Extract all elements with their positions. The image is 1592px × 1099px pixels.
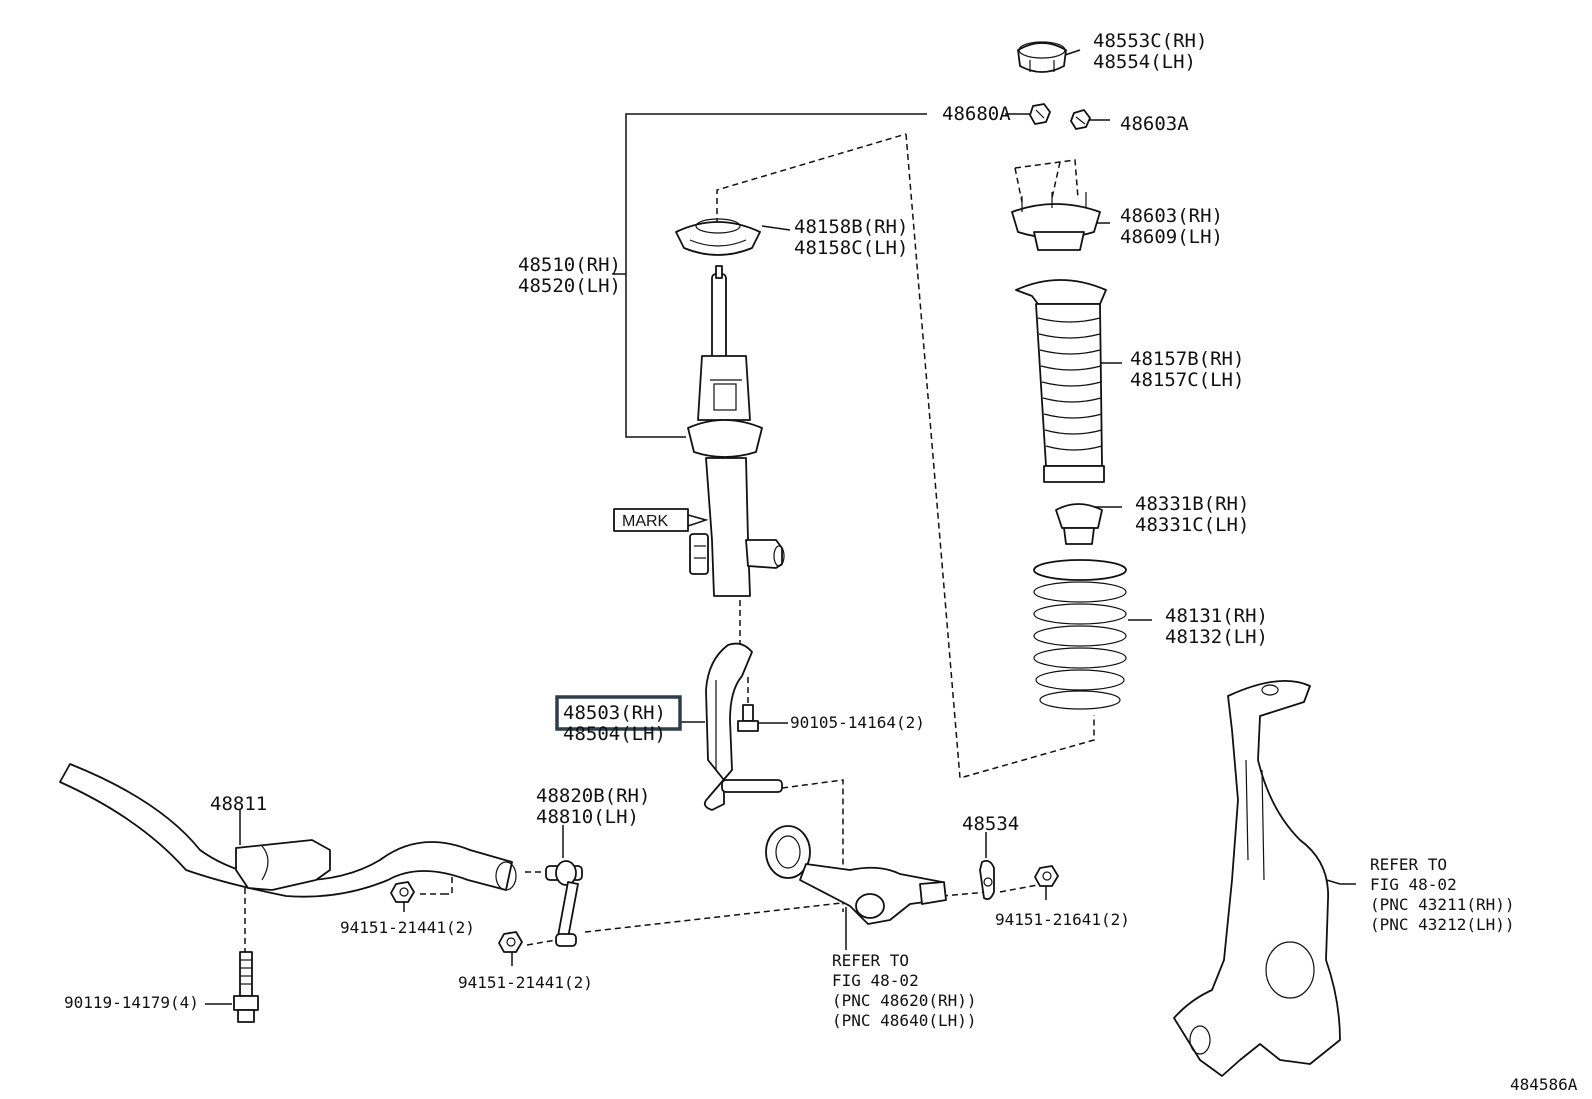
nut-48680a-part xyxy=(1029,103,1051,125)
leader-lines xyxy=(205,49,1356,1005)
coil-spring-part xyxy=(1033,559,1127,710)
link-nut-lower-part xyxy=(498,931,523,953)
spring-label-lh[interactable]: 48132(LH) xyxy=(1165,626,1268,648)
bumper-label-lh[interactable]: 48331C(LH) xyxy=(1135,514,1249,536)
stabilizer-link-part xyxy=(545,860,583,947)
nut-48680a-label[interactable]: 48680A xyxy=(942,103,1011,125)
mark-label: MARK xyxy=(622,513,669,530)
plate-nut-part xyxy=(1034,865,1059,887)
link-nut-upper-label[interactable]: 94151-21441(2) xyxy=(340,918,475,937)
arm-ref-line-1[interactable]: REFER TO xyxy=(832,951,909,970)
fork-part xyxy=(703,642,783,811)
link-nut-lower-label[interactable]: 94151-21441(2) xyxy=(458,973,593,992)
stabilizer-bar-part xyxy=(59,763,517,898)
labels: 48553C(RH) 48554(LH) 48680A 48603A 48158… xyxy=(64,30,1578,1094)
upper-cap-part xyxy=(1017,41,1067,73)
upper-seat-label-lh[interactable]: 48158C(LH) xyxy=(794,237,908,259)
fork-bolt-part xyxy=(737,704,759,732)
upper-seat-label-rh[interactable]: 48158B(RH) xyxy=(794,216,908,238)
plate-nut-label[interactable]: 94151-21641(2) xyxy=(995,910,1130,929)
arm-ref-line-4[interactable]: (PNC 48640(LH)) xyxy=(832,1011,977,1030)
absorber-label-rh[interactable]: 48510(RH) xyxy=(518,254,621,276)
boot-label-rh[interactable]: 48157B(RH) xyxy=(1130,348,1244,370)
link-label-lh[interactable]: 48810(LH) xyxy=(536,806,639,828)
fork-bolt-label[interactable]: 90105-14164(2) xyxy=(790,713,925,732)
mount-part xyxy=(1011,192,1101,251)
knuckle-ref-line-4[interactable]: (PNC 43212(LH)) xyxy=(1370,915,1515,934)
absorber-label-lh[interactable]: 48520(LH) xyxy=(518,275,621,297)
bracket-bolt-label[interactable]: 90119-14179(4) xyxy=(64,993,199,1012)
bracket-plate-label[interactable]: 48534 xyxy=(962,813,1019,835)
spring-label-rh[interactable]: 48131(RH) xyxy=(1165,605,1268,627)
bracket-bolt-part xyxy=(233,951,259,1023)
arm-ref-line-3[interactable]: (PNC 48620(RH)) xyxy=(832,991,977,1010)
mark-callout: MARK xyxy=(613,508,709,532)
highlight-box xyxy=(555,695,682,731)
link-nut-upper-part xyxy=(390,881,415,903)
nut-48603a-label[interactable]: 48603A xyxy=(1120,113,1189,135)
stabilizer-bar-label[interactable]: 48811 xyxy=(210,793,267,815)
bellows-boot-part xyxy=(1015,279,1107,483)
figure-id: 484586A xyxy=(1510,1075,1578,1094)
fork-label-lh[interactable]: 48504(LH) xyxy=(563,723,666,745)
bump-stop-part xyxy=(1055,503,1103,545)
knuckle-ref-line-3[interactable]: (PNC 43211(RH)) xyxy=(1370,895,1515,914)
arm-ref-line-2[interactable]: FIG 48-02 xyxy=(832,971,919,990)
knuckle-ref-line-1[interactable]: REFER TO xyxy=(1370,855,1447,874)
lower-arm-part xyxy=(765,825,947,925)
upper-seat-part xyxy=(675,218,761,256)
bumper-label-rh[interactable]: 48331B(RH) xyxy=(1135,493,1249,515)
upper-cap-label-lh[interactable]: 48554(LH) xyxy=(1093,51,1196,73)
boot-label-lh[interactable]: 48157C(LH) xyxy=(1130,369,1244,391)
mount-label-lh[interactable]: 48609(LH) xyxy=(1120,226,1223,248)
nut-48603a-part xyxy=(1070,109,1091,130)
knuckle-ref-line-2[interactable]: FIG 48-02 xyxy=(1370,875,1457,894)
mount-label-rh[interactable]: 48603(RH) xyxy=(1120,205,1223,227)
shock-absorber-part xyxy=(687,265,785,597)
bracket-plate-part xyxy=(979,859,995,901)
fork-label-rh[interactable]: 48503(RH) xyxy=(563,702,666,724)
steering-knuckle-part xyxy=(1173,679,1341,1077)
upper-cap-label-rh[interactable]: 48553C(RH) xyxy=(1093,30,1207,52)
link-label-rh[interactable]: 48820B(RH) xyxy=(536,785,650,807)
